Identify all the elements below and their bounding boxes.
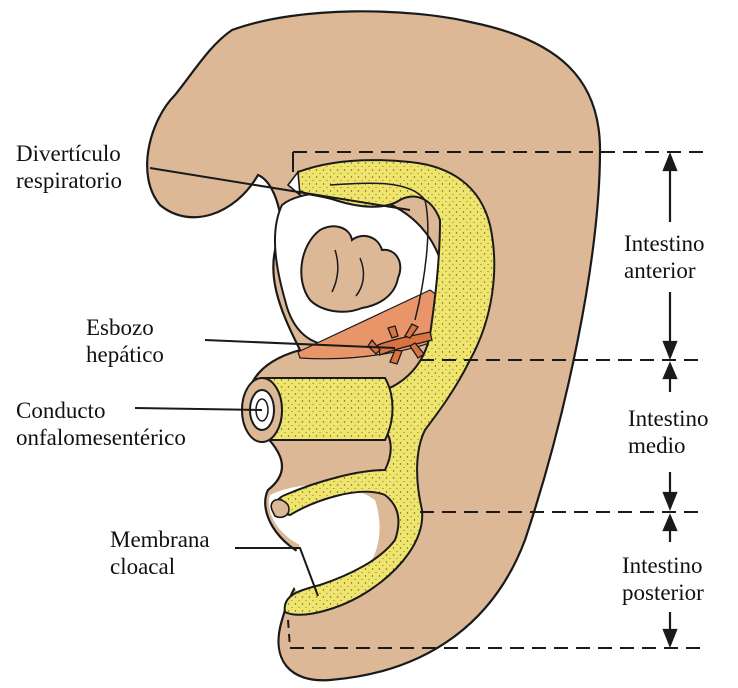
label-intestino-anterior: Intestino anterior xyxy=(624,230,705,284)
label-esbozo-hepatico: Esbozo hepático xyxy=(86,314,164,368)
vitelline-duct xyxy=(242,378,393,442)
label-diverticulo-respiratorio: Divertículo respiratorio xyxy=(16,140,122,194)
label-membrana-cloacal: Membrana cloacal xyxy=(110,526,210,580)
cloacal-tip xyxy=(271,500,289,518)
label-intestino-medio: Intestino medio xyxy=(628,405,709,459)
label-conducto-onfalomesenterico: Conducto onfalomesentérico xyxy=(16,397,186,451)
label-intestino-posterior: Intestino posterior xyxy=(622,552,704,606)
